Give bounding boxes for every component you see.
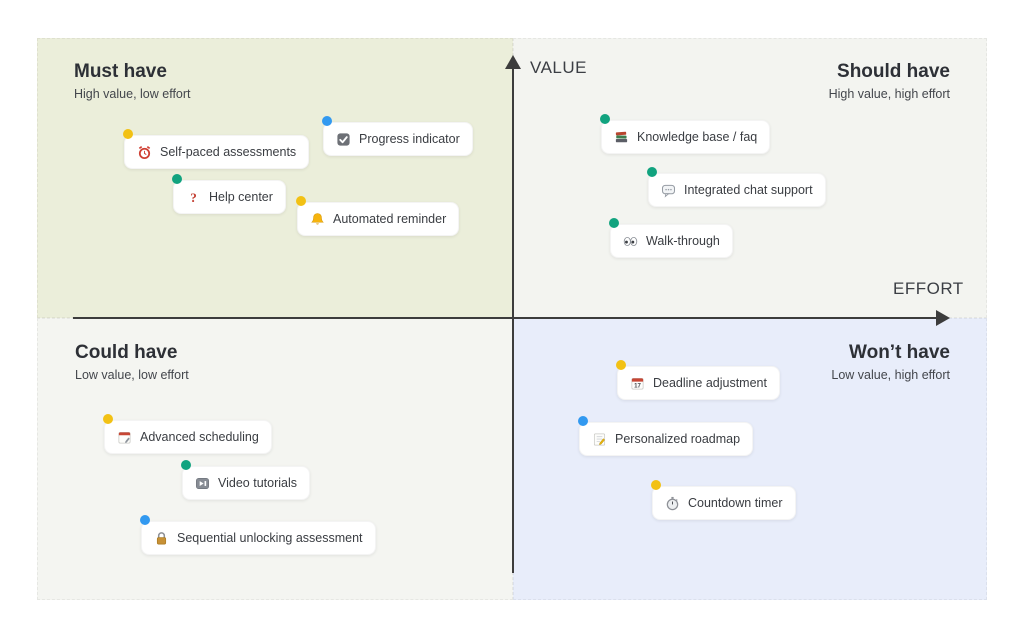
priority-dot (322, 116, 332, 126)
feature-card-label: Video tutorials (218, 476, 297, 490)
feature-card-integrated-chat-support[interactable]: Integrated chat support (647, 167, 826, 207)
quadrant-title: Should have (837, 61, 950, 82)
feature-card-sequential-unlocking-assessment[interactable]: Sequential unlocking assessment (140, 515, 376, 555)
priority-dot (181, 460, 191, 470)
effort-axis-label: EFFORT (893, 279, 964, 298)
eyes-icon (623, 234, 638, 249)
feature-card-label: Progress indicator (359, 132, 460, 146)
value-axis-label: VALUE (530, 58, 587, 77)
feature-card-label: Advanced scheduling (140, 430, 259, 444)
stopwatch-icon (665, 496, 680, 511)
books-icon (614, 130, 629, 145)
svg-text:17: 17 (634, 382, 641, 389)
quadrant-header-should-have: Should have High value, high effort (828, 61, 950, 101)
feature-card-label: Integrated chat support (684, 183, 813, 197)
priority-dot (647, 167, 657, 177)
priority-dot (296, 196, 306, 206)
quadrant-wont-have (513, 318, 987, 600)
quadrant-subtitle: High value, low effort (74, 86, 191, 101)
quadrant-subtitle: High value, high effort (828, 86, 950, 101)
feature-card-label: Deadline adjustment (653, 376, 767, 390)
bell-icon (310, 212, 325, 227)
checkbox-icon (336, 132, 351, 147)
quadrant-subtitle: Low value, low effort (75, 367, 189, 382)
feature-card-label: Sequential unlocking assessment (177, 531, 363, 545)
calendar-17-icon: 17 (630, 376, 645, 391)
question-mark-icon: ? (186, 190, 201, 205)
priority-dot (103, 414, 113, 424)
priority-dot (578, 416, 588, 426)
quadrant-header-could-have: Could have Low value, low effort (75, 342, 189, 382)
svg-text:?: ? (190, 190, 197, 205)
feature-card-label: Knowledge base / faq (637, 130, 758, 144)
quadrant-header-wont-have: Won’t have Low value, high effort (831, 342, 950, 382)
lock-icon (154, 531, 169, 546)
feature-card-help-center[interactable]: ? Help center (172, 174, 286, 214)
alarm-clock-icon (137, 145, 152, 160)
priority-dot (609, 218, 619, 228)
feature-card-label: Help center (209, 190, 273, 204)
value-axis-line (512, 66, 514, 573)
speech-balloon-icon (661, 183, 676, 198)
feature-card-progress-indicator[interactable]: Progress indicator (322, 116, 473, 156)
quadrant-header-must-have: Must have High value, low effort (74, 61, 191, 101)
memo-icon (592, 432, 607, 447)
feature-card-advanced-scheduling[interactable]: Advanced scheduling (103, 414, 272, 454)
feature-card-label: Personalized roadmap (615, 432, 741, 446)
feature-card-label: Automated reminder (333, 212, 447, 226)
quadrant-title: Could have (75, 342, 178, 363)
priority-dot (140, 515, 150, 525)
value-axis-arrow-icon (505, 55, 521, 69)
priority-dot (172, 174, 182, 184)
priority-dot (651, 480, 661, 490)
feature-card-knowledge-base[interactable]: Knowledge base / faq (600, 114, 771, 154)
feature-card-countdown-timer[interactable]: Countdown timer (651, 480, 796, 520)
priority-dot (123, 129, 133, 139)
feature-card-label: Self-paced assessments (160, 145, 297, 159)
effort-axis-line (73, 317, 938, 319)
play-pause-icon (195, 476, 210, 491)
calendar-pencil-icon (117, 430, 132, 445)
quadrant-title: Must have (74, 61, 167, 82)
effort-axis-arrow-icon (936, 310, 950, 326)
priority-dot (616, 360, 626, 370)
quadrant-could-have (37, 318, 513, 600)
feature-card-label: Countdown timer (688, 496, 783, 510)
quadrant-title: Won’t have (849, 342, 950, 363)
feature-card-video-tutorials[interactable]: Video tutorials (181, 460, 310, 500)
feature-card-self-paced-assessments[interactable]: Self-paced assessments (123, 129, 310, 169)
feature-card-deadline-adjustment[interactable]: 17 Deadline adjustment (616, 360, 780, 400)
priority-dot (600, 114, 610, 124)
feature-card-personalized-roadmap[interactable]: Personalized roadmap (578, 416, 754, 456)
feature-card-walk-through[interactable]: Walk-through (609, 218, 733, 258)
quadrant-must-have (37, 38, 513, 318)
quadrant-subtitle: Low value, high effort (831, 367, 950, 382)
feature-card-automated-reminder[interactable]: Automated reminder (296, 196, 460, 236)
feature-card-label: Walk-through (646, 234, 720, 248)
